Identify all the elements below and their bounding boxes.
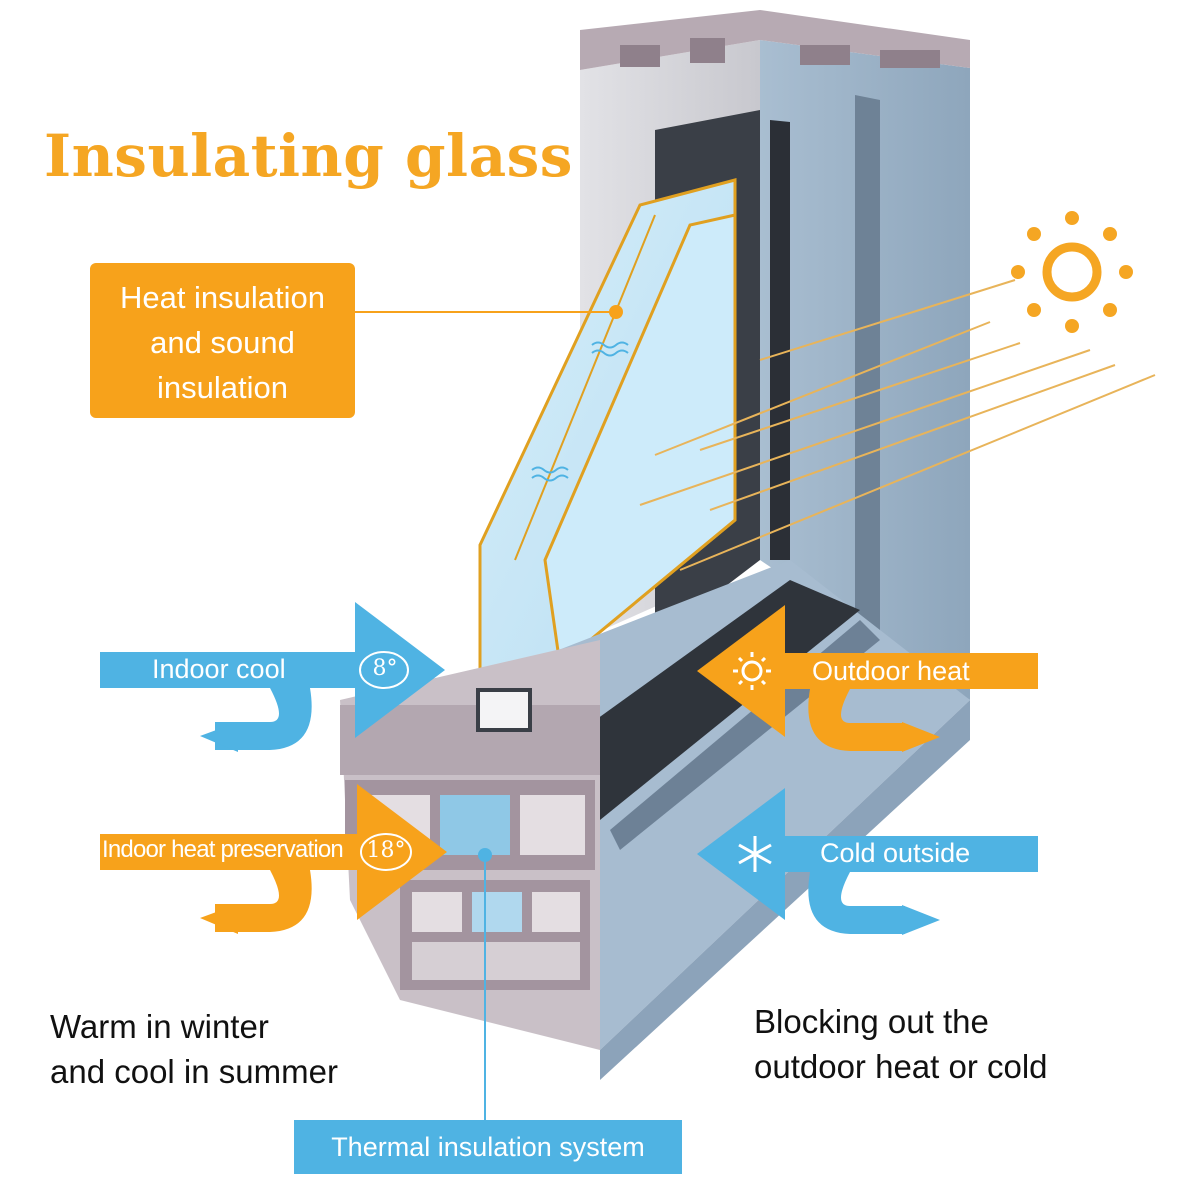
blocking-caption: Blocking out the outdoor heat or cold [754,999,1048,1089]
caption-line: Warm in winter [50,1008,269,1045]
callout-line: Heat insulation [119,280,326,315]
indoor-cool-temperature: 8° [372,656,398,681]
sunlight-rays [639,279,1156,571]
caption-line: outdoor heat or cold [754,1048,1048,1085]
outdoor-heat-label: Outdoor heat [812,656,970,686]
small-sun-icon [733,652,771,690]
thermal-insulation-system-label: Thermal insulation system [294,1120,682,1174]
outdoor-heat-arrow [697,605,1038,752]
callout-line: and sound [150,325,295,360]
wave-icon [531,341,629,482]
caption-line: Blocking out the [754,1003,989,1040]
indoor-cool-arrow [100,602,445,752]
warm-winter-caption: Warm in winter and cool in summer [50,1004,338,1094]
indoor-cool-label: Indoor cool [152,654,286,684]
indoor-heat-label: Indoor heat preservation [102,836,344,863]
cold-outside-label: Cold outside [820,838,971,868]
snowflake-icon [738,836,772,872]
callout-line: insulation [157,370,288,405]
caption-line: and cool in summer [50,1053,338,1090]
cold-outside-arrow [697,788,1038,935]
indoor-heat-arrow [100,784,447,934]
heat-sound-insulation-callout: Heat insulation and sound insulation [90,263,355,418]
insulating-glass-pane [478,178,737,703]
title: Insulating glass [44,122,573,190]
sun-icon [1011,211,1133,333]
indoor-heat-temperature: 18° [366,838,406,863]
